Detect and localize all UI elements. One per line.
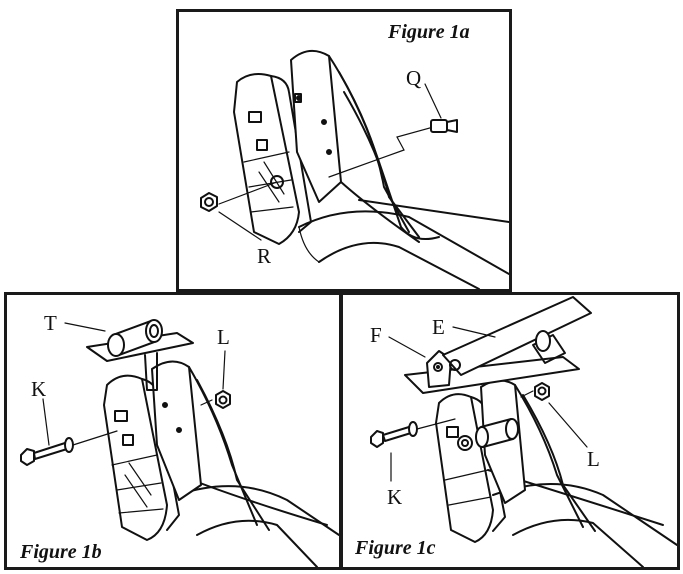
leader-l — [548, 402, 588, 448]
nut-axis-line — [200, 399, 213, 406]
figure-1b-title: Figure 1b — [20, 541, 102, 563]
bolt-axis-line — [72, 430, 118, 446]
leader-t — [64, 322, 106, 332]
roller-t — [107, 319, 163, 357]
frame-base — [298, 199, 509, 289]
bracket-f — [426, 350, 452, 388]
label-f: F — [370, 323, 382, 347]
leader-q — [424, 83, 442, 119]
label-l: L — [217, 325, 230, 349]
figure-1c-panel: Figure 1c F E L K — [340, 292, 680, 570]
nut-l — [215, 390, 231, 409]
label-r: R — [257, 244, 272, 268]
left-bracket-plate — [233, 73, 312, 245]
label-q: Q — [406, 66, 422, 90]
leader-r — [218, 211, 262, 241]
nut-l — [534, 382, 550, 401]
figure-1c-drawing — [370, 296, 677, 567]
label-k: K — [387, 485, 403, 509]
leader-l — [222, 350, 226, 390]
label-t: T — [44, 311, 57, 335]
arm-e — [442, 296, 592, 376]
right-bracket-plate — [480, 379, 596, 532]
bolt-axis-line — [416, 418, 456, 430]
label-l: L — [587, 447, 600, 471]
right-bracket-plate — [290, 49, 440, 243]
bolt-q — [430, 119, 458, 133]
nut-r — [200, 192, 218, 212]
leader-f — [388, 336, 426, 358]
label-e: E — [432, 315, 445, 339]
installed-roller — [475, 418, 519, 448]
label-k: K — [31, 377, 47, 401]
figure-1a-title: Figure 1a — [388, 21, 470, 43]
figure-1a-panel: Figure 1a Q R — [176, 9, 512, 292]
figure-1b-drawing — [20, 319, 339, 567]
figure-1c-title: Figure 1c — [355, 537, 436, 559]
bolt-k — [20, 437, 74, 466]
nut-axis-line — [520, 390, 534, 398]
bolt-k — [370, 421, 418, 448]
leader-e — [452, 326, 496, 338]
figure-1b-panel: Figure 1b T L K — [4, 292, 342, 570]
bolt-axis-line — [218, 125, 438, 205]
right-bracket-plate — [151, 360, 270, 531]
leader-k — [42, 398, 50, 446]
left-bracket-plate — [435, 393, 506, 543]
figure-1a-drawing — [200, 49, 509, 289]
